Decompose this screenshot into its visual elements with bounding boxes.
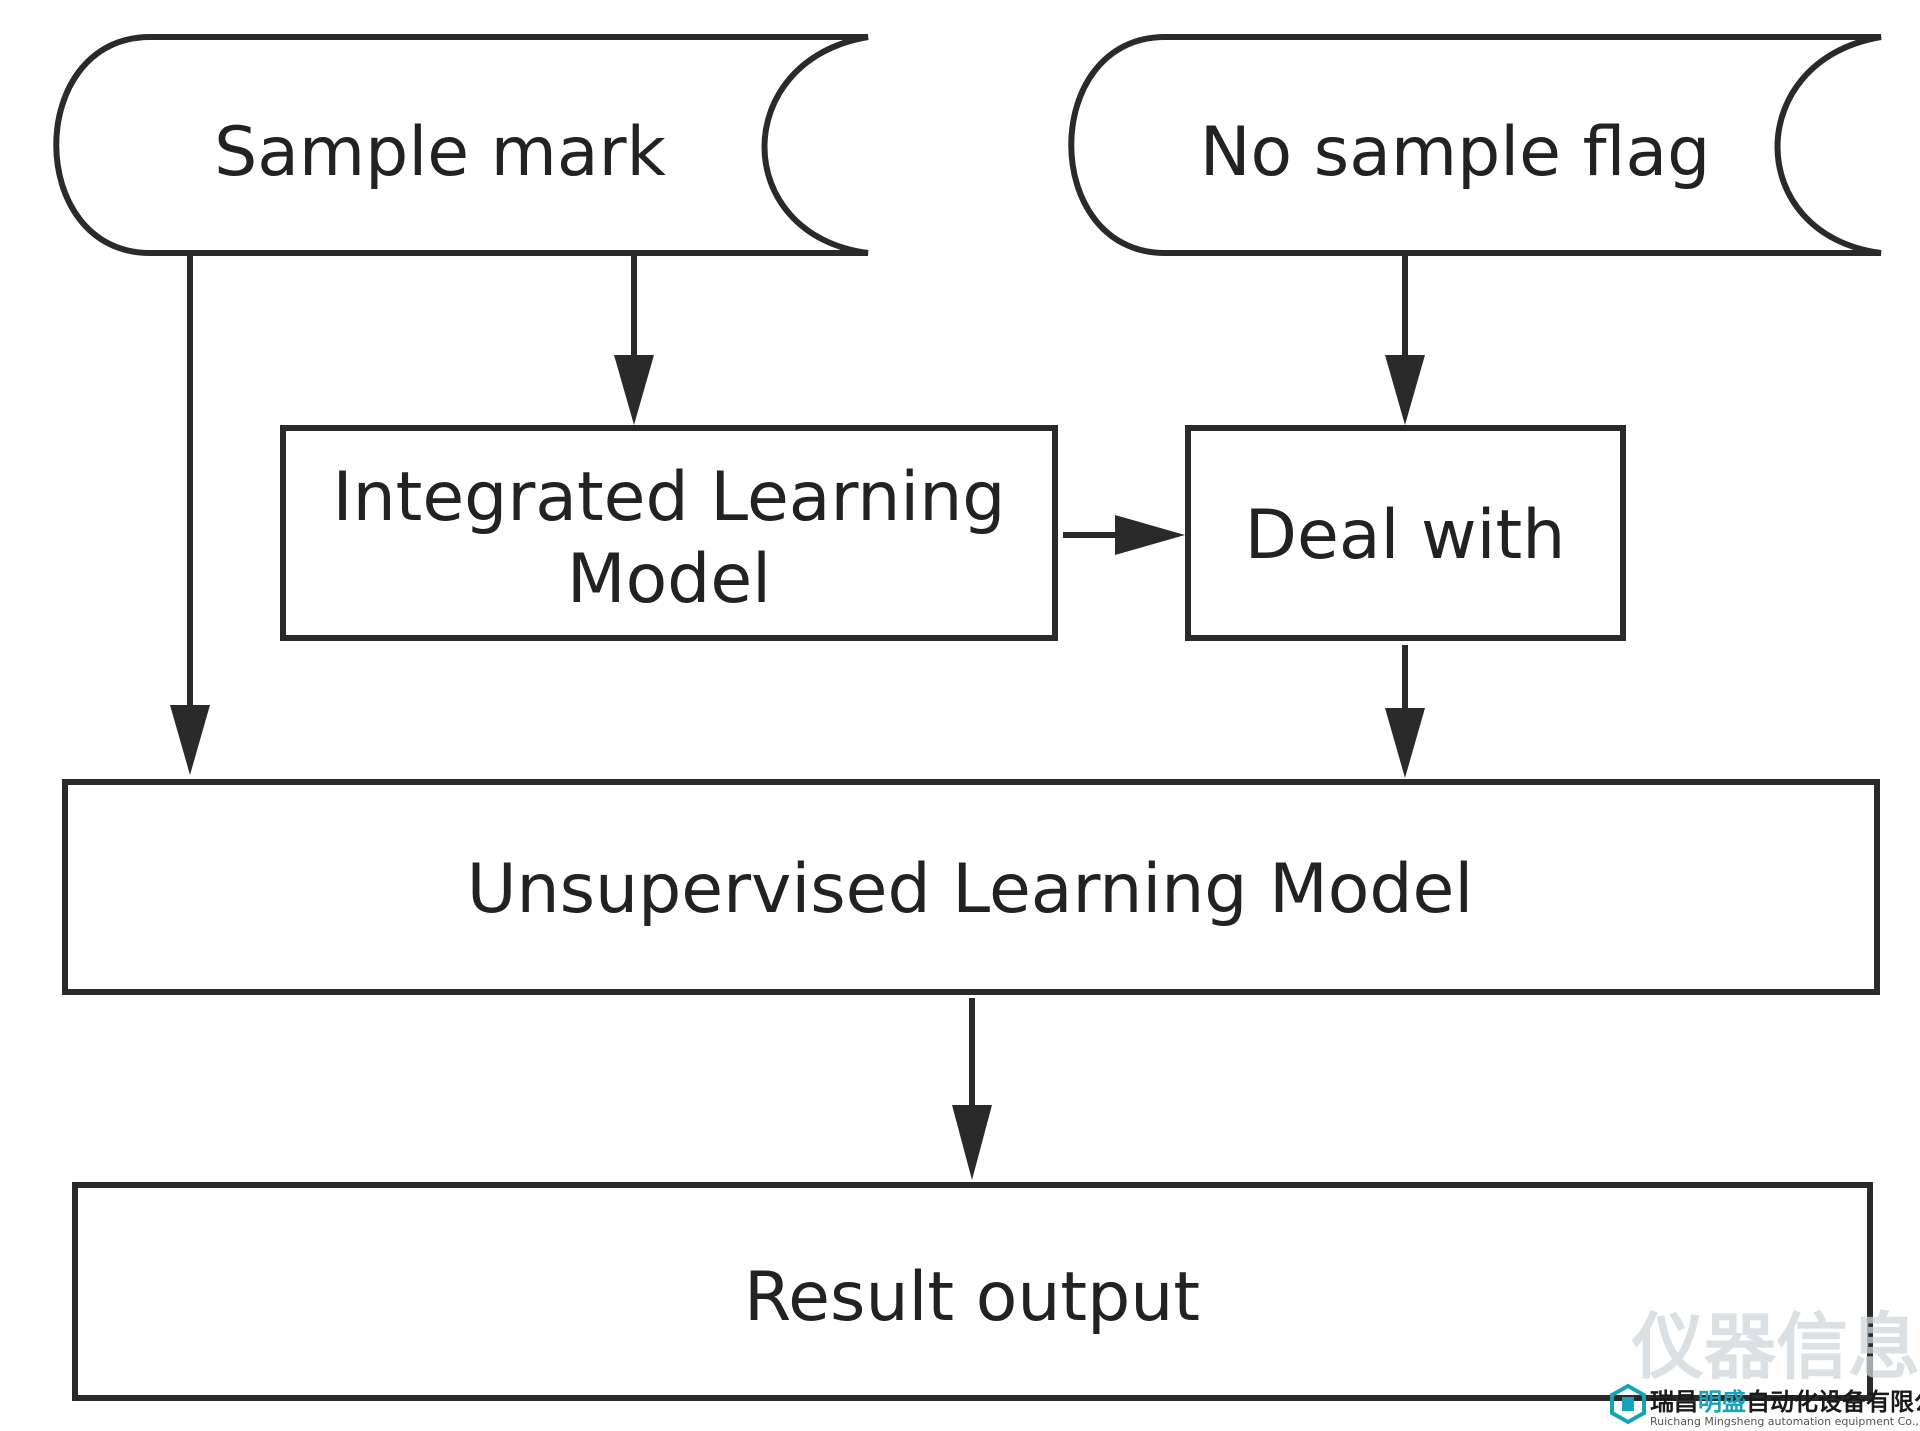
arrowhead-sample-mark-to-integrated: [614, 355, 654, 425]
result-output-box: [72, 1182, 1873, 1401]
integrated-learning-model-label-line2: Model: [567, 540, 771, 619]
arrowhead-integrated-to-deal-with: [1115, 515, 1185, 555]
sample-mark-shape: [53, 34, 869, 256]
no-sample-flag-shape: [1068, 34, 1882, 256]
no-sample-flag-label: No sample flag: [1200, 113, 1711, 192]
result-output-label: Result output: [744, 1258, 1200, 1337]
company-name-cn: 瑞昌明盛自动化设备有限公司: [1650, 1388, 1920, 1416]
hexagon-logo-icon: [1610, 1383, 1646, 1425]
company-name-accent: 明盛: [1698, 1388, 1746, 1416]
no-sample-flag-node: No sample flag: [1068, 34, 1882, 256]
sample-mark-node: Sample mark: [53, 34, 869, 256]
arrowhead-no-sample-flag-to-deal-with: [1385, 355, 1425, 425]
sample-mark-label: Sample mark: [214, 113, 666, 192]
unsupervised-learning-model-label: Unsupervised Learning Model: [467, 850, 1474, 929]
result-output-node: Result output: [72, 1182, 1873, 1401]
watermark-site-text: 仪器信息网: [1631, 1305, 1920, 1389]
company-logo: 瑞昌明盛自动化设备有限公司 Ruichang Mingsheng automat…: [1610, 1383, 1920, 1428]
watermark: 仪器信息网: [1631, 1305, 1920, 1389]
arrowhead-unsupervised-to-result: [952, 1105, 992, 1180]
arrowhead-deal-with-to-unsupervised: [1385, 708, 1425, 778]
connectors: [170, 253, 1425, 1180]
company-name-suffix: 自动化设备有限公司: [1746, 1388, 1920, 1416]
deal-with-label: Deal with: [1245, 496, 1566, 575]
arrowhead-sample-mark-to-unsupervised: [170, 705, 210, 775]
company-name-en: Ruichang Mingsheng automation equipment …: [1650, 1415, 1920, 1428]
company-name-prefix: 瑞昌: [1650, 1388, 1698, 1416]
unsupervised-learning-model-box: [62, 779, 1880, 995]
deal-with-box: [1185, 425, 1626, 641]
integrated-learning-model-label-line1: Integrated Learning: [333, 458, 1006, 537]
unsupervised-learning-model-node: Unsupervised Learning Model: [62, 779, 1880, 995]
deal-with-node: Deal with: [1185, 425, 1626, 641]
integrated-learning-model-node: Integrated Learning Model: [280, 425, 1058, 641]
integrated-learning-model-box: [280, 425, 1058, 641]
